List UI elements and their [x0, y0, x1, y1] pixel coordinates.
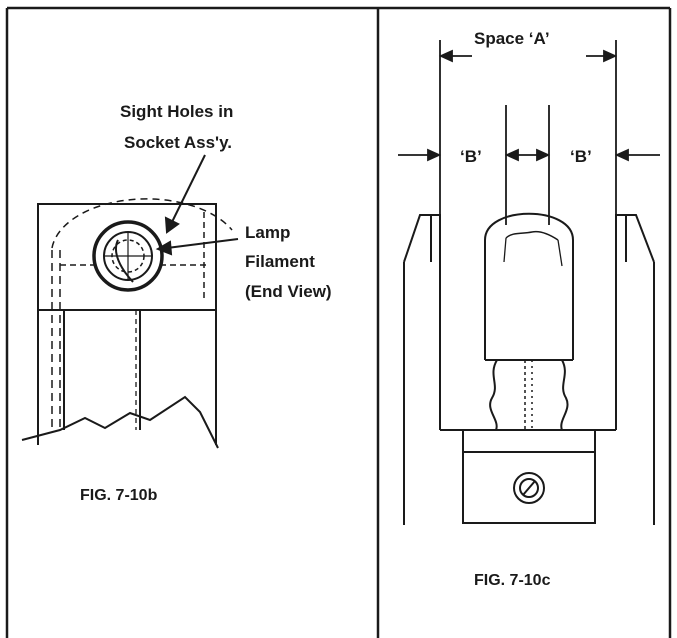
socket-assembly-end-view: [21, 198, 233, 449]
caption-fig-7-10b: FIG. 7-10b: [80, 487, 158, 504]
label-filament: Filament: [245, 252, 315, 271]
caption-fig-7-10c: FIG. 7-10c: [474, 572, 551, 589]
lamp-bulb: [484, 212, 574, 431]
label-lamp: Lamp: [245, 223, 290, 242]
label-b-right: ‘B’: [570, 147, 592, 166]
label-space-a: Space ‘A’: [474, 29, 550, 48]
label-end-view: (End View): [245, 282, 332, 301]
dimension-lines: [398, 40, 660, 272]
sight-hole: [92, 220, 164, 292]
socket-assembly-side-view: [403, 214, 655, 525]
frame: [5, 6, 672, 638]
label-sight-holes-2: Socket Ass'y.: [124, 133, 232, 152]
leader-arrows-left: [155, 154, 239, 256]
label-sight-holes-1: Sight Holes in: [120, 102, 233, 121]
label-b-left: ‘B’: [460, 147, 482, 166]
